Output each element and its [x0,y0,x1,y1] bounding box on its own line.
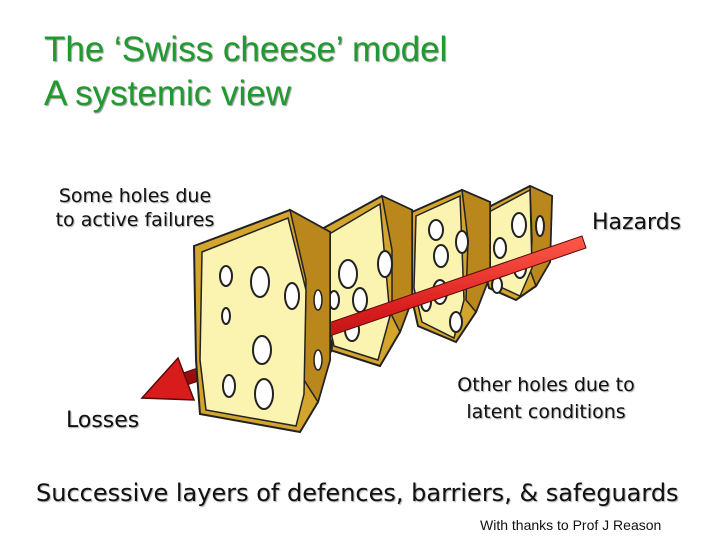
latent-conditions-line-2: latent conditions [436,399,656,426]
cheese-slice-3 [410,190,490,342]
credit-text: With thanks to Prof J Reason [480,517,661,533]
active-failures-line-2: to active failures [40,208,230,232]
hazards-label: Hazards [592,210,681,235]
latent-conditions-line-1: Other holes due to [436,372,656,399]
latent-conditions-label: Other holes due to latent conditions [436,372,656,426]
cheese-slice-1 [194,210,330,432]
cheese-slice-2 [320,196,412,366]
cheese-slice-4 [482,186,552,300]
losses-label: Losses [66,408,139,433]
layers-caption: Successive layers of defences, barriers,… [36,479,679,507]
active-failures-line-1: Some holes due [40,184,230,208]
active-failures-label: Some holes due to active failures [40,184,230,232]
